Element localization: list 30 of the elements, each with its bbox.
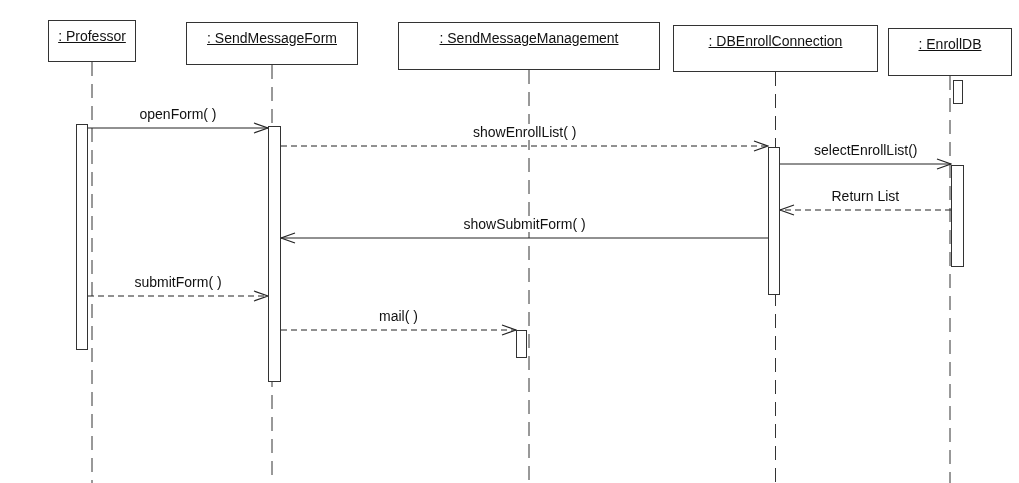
message-label: selectEnrollList()	[812, 142, 920, 158]
message-label: submitForm( )	[132, 274, 224, 290]
participant-box	[186, 22, 358, 65]
message-arrow	[87, 122, 269, 134]
message-arrow	[280, 324, 517, 336]
participant-name: : Professor	[57, 28, 127, 44]
message-label: openForm( )	[137, 106, 219, 122]
message-arrow	[87, 290, 269, 302]
participant-box	[398, 22, 660, 70]
message-arrow	[779, 204, 952, 216]
message-arrow	[280, 232, 769, 244]
activation-bar	[768, 147, 780, 295]
activation-bar	[951, 165, 964, 267]
participant-box	[673, 25, 878, 72]
participant-name: : DBEnrollConnection	[707, 33, 844, 49]
participant-name: : SendMessageForm	[206, 30, 338, 46]
message-arrow	[779, 158, 952, 170]
message-label: showEnrollList( )	[471, 124, 579, 140]
participant-name: : EnrollDB	[917, 36, 983, 52]
message-label: showSubmitForm( )	[461, 216, 588, 232]
activation-bar	[953, 80, 963, 104]
activation-bar	[516, 330, 527, 358]
participant-box	[888, 28, 1012, 76]
message-arrow	[280, 140, 769, 152]
message-label: mail( )	[377, 308, 420, 324]
activation-bar	[268, 126, 281, 382]
message-label: Return List	[829, 188, 902, 204]
participant-name: : SendMessageManagement	[438, 30, 620, 46]
participant-box	[48, 20, 136, 62]
activation-bar	[76, 124, 88, 350]
